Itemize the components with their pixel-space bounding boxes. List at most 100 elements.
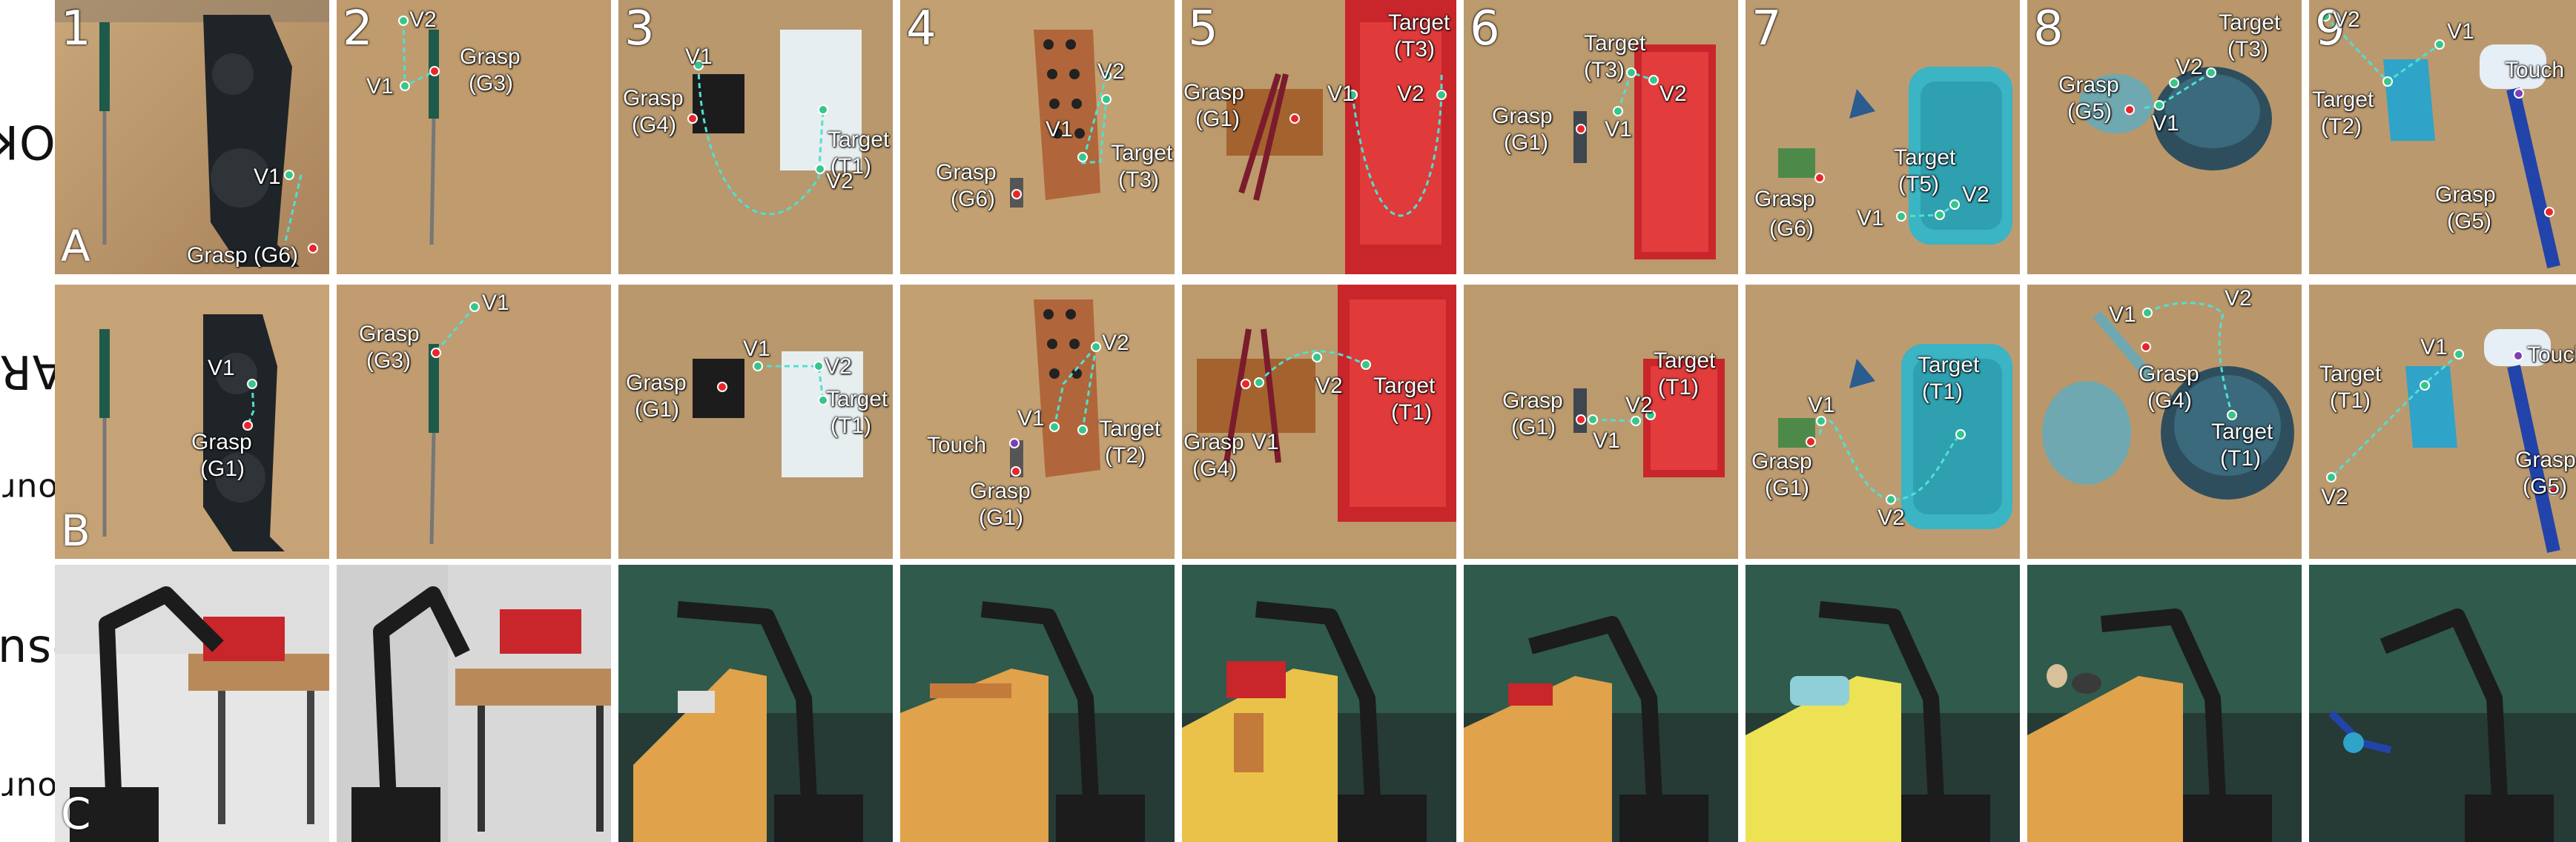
grasp-point bbox=[2124, 105, 2135, 115]
label-grasp-id: (G5) bbox=[2067, 99, 2112, 124]
label-v1: V1 bbox=[1017, 406, 1045, 431]
label-target: Target bbox=[1388, 10, 1450, 35]
label-grasp-id: (G4) bbox=[2147, 388, 2192, 413]
label-grasp: Grasp bbox=[1183, 430, 1244, 454]
grasp-point bbox=[308, 243, 318, 253]
label-target-id: (T1) bbox=[830, 414, 871, 438]
label-grasp-id: (G1) bbox=[200, 457, 245, 481]
v1-point bbox=[1049, 422, 1060, 432]
label-grasp-id: (G1) bbox=[1195, 107, 1240, 131]
label-target-id: (T1) bbox=[1658, 375, 1699, 400]
label-grasp: Grasp bbox=[1754, 187, 1815, 211]
label-target: Target bbox=[2211, 420, 2273, 444]
label-v1: V1 bbox=[1605, 117, 1632, 142]
target-point bbox=[818, 395, 828, 405]
v2-point bbox=[2326, 472, 2336, 483]
label-v1: V1 bbox=[2420, 335, 2448, 359]
label-grasp-id: (G1) bbox=[1511, 415, 1556, 440]
target-point bbox=[2382, 76, 2393, 87]
column-number: 6 bbox=[1470, 1, 1500, 56]
v1-point bbox=[469, 302, 480, 312]
result-task-5 bbox=[1182, 565, 1456, 842]
label-grasp-id: (G4) bbox=[632, 113, 676, 137]
v2-point bbox=[1949, 199, 1960, 210]
label-target: Target bbox=[1584, 31, 1646, 56]
label-touch: Touch bbox=[2527, 342, 2576, 367]
v1-point bbox=[247, 379, 257, 389]
target-point bbox=[1955, 429, 1966, 440]
column-number: 2 bbox=[343, 1, 373, 56]
column-number: 7 bbox=[1751, 1, 1782, 56]
label-v2: V2 bbox=[825, 354, 852, 379]
karm-task-7: Target (T1) V1 Grasp (G1) V2 bbox=[1746, 285, 2020, 559]
grasp-point bbox=[1011, 466, 1021, 477]
grasp-point bbox=[242, 420, 253, 431]
v1-point bbox=[1896, 211, 1906, 222]
v2-point bbox=[2320, 11, 2331, 21]
label-v1: V1 bbox=[743, 337, 770, 361]
label-v1: V1 bbox=[2152, 111, 2179, 136]
label-v1: V1 bbox=[685, 44, 713, 69]
label-grasp: Grasp bbox=[1183, 80, 1244, 105]
v1-point bbox=[1816, 416, 1826, 426]
grasp-point bbox=[687, 113, 698, 124]
label-v2: V2 bbox=[2176, 55, 2203, 79]
row-label-karm: KARM (ours) bbox=[0, 344, 93, 508]
label-v2: V2 bbox=[409, 7, 437, 32]
label-target: Target bbox=[2219, 10, 2281, 35]
grasp-point bbox=[429, 66, 440, 76]
v2-point bbox=[1312, 352, 1322, 362]
touch-point bbox=[2513, 351, 2523, 361]
label-target-id: (T1) bbox=[1922, 379, 1963, 404]
label-grasp: Grasp bbox=[1751, 449, 1812, 474]
karm-task-2: V1 Grasp (G3) bbox=[337, 285, 611, 559]
label-v1: V1 bbox=[208, 356, 235, 380]
v1-point bbox=[2434, 39, 2445, 50]
label-target-id: (T3) bbox=[1584, 58, 1625, 82]
column-number: 5 bbox=[1188, 1, 1218, 56]
result-task-9 bbox=[2309, 565, 2576, 842]
moka-task-4: 4 V2 V1 Target (T3) Grasp (G6) bbox=[900, 0, 1175, 274]
label-target: Target bbox=[1099, 417, 1161, 441]
label-target: Target bbox=[1111, 141, 1173, 165]
label-target: Target bbox=[828, 127, 890, 152]
label-grasp: Grasp bbox=[2435, 182, 2496, 207]
label-grasp-id: (G5) bbox=[2447, 209, 2491, 233]
label-target: Target bbox=[2312, 87, 2374, 112]
label-target: Target bbox=[1373, 374, 1436, 398]
label-v2: V2 bbox=[826, 169, 853, 193]
karm-task-9: Touch V1 Target (T1) V2 Grasp (G5) bbox=[2309, 285, 2576, 559]
label-v1: V1 bbox=[366, 74, 394, 99]
label-v2: V2 bbox=[1097, 59, 1125, 84]
label-grasp: Grasp bbox=[2139, 362, 2199, 386]
v2-point bbox=[2169, 78, 2179, 88]
v1-point bbox=[1613, 106, 1623, 116]
label-grasp-id: (G1) bbox=[635, 397, 679, 422]
label-target-id: (T1) bbox=[2330, 388, 2371, 413]
karm-task-5: V2 Target (T1) Grasp (G4) V1 bbox=[1182, 285, 1456, 559]
v1-point bbox=[284, 170, 294, 180]
result-task-3 bbox=[618, 565, 893, 842]
touch-point bbox=[1009, 438, 1020, 448]
label-target-id: (T1) bbox=[1391, 400, 1432, 425]
label-target: Target bbox=[2319, 362, 2382, 386]
label-target-id: (T2) bbox=[1105, 443, 1146, 468]
label-grasp-id: (G3) bbox=[469, 71, 513, 96]
grasp-point bbox=[1011, 189, 1022, 199]
v2-point bbox=[813, 361, 824, 371]
grasp-point bbox=[2141, 342, 2151, 352]
v2-point bbox=[1101, 70, 1112, 81]
label-target-id: (T3) bbox=[2227, 37, 2268, 62]
label-grasp-id: (G1) bbox=[979, 505, 1023, 530]
label-v1: V1 bbox=[1252, 430, 1279, 454]
label-grasp: Grasp bbox=[460, 44, 521, 69]
karm-task-1: B V1 Grasp (G1) bbox=[55, 285, 329, 559]
touch-point bbox=[2514, 88, 2524, 99]
v2-point bbox=[1436, 90, 1447, 100]
label-grasp-id: (G3) bbox=[366, 348, 411, 373]
karm-task-8: V1 V2 Grasp (G4) Target (T1) bbox=[2027, 285, 2302, 559]
label-touch: Touch bbox=[2505, 58, 2565, 82]
karm-task-3: V1 V2 Grasp (G1) Target (T1) bbox=[618, 285, 893, 559]
v1-point bbox=[1254, 377, 1264, 388]
label-v1: V1 bbox=[1046, 117, 1073, 142]
